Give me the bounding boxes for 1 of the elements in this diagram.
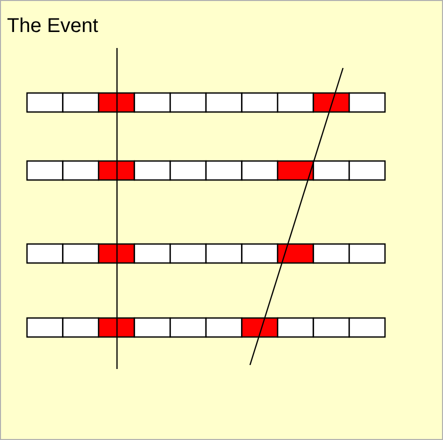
title: The Event bbox=[7, 15, 98, 38]
